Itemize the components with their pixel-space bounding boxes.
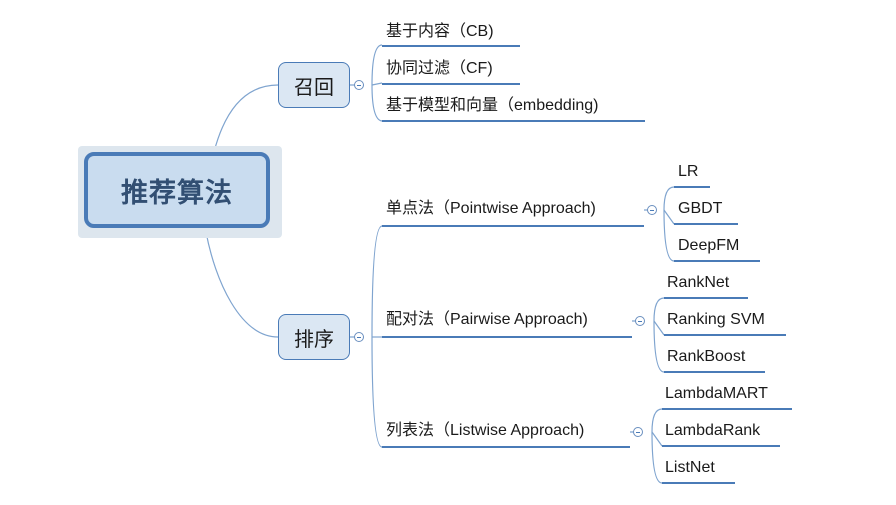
collapse-listwise-icon[interactable] (633, 427, 643, 437)
leaf-lambdamart[interactable]: LambdaMART (665, 385, 768, 402)
ranking-method-pointwise[interactable]: 单点法（Pointwise Approach) (386, 200, 596, 217)
leaf-lr[interactable]: LR (678, 163, 699, 180)
recall-item-cb[interactable]: 基于内容（CB) (386, 23, 494, 40)
collapse-ranking-icon[interactable] (354, 332, 364, 342)
leaf-deepfm[interactable]: DeepFM (678, 237, 740, 254)
connector-pointwise-gbdt (663, 209, 675, 225)
connector-pointwise-deepfm (663, 209, 675, 262)
connector-root-ranking (205, 231, 279, 338)
ranking-method-listwise[interactable]: 列表法（Listwise Approach) (386, 422, 585, 439)
leaf-ranknet[interactable]: RankNet (667, 274, 730, 291)
leaf-gbdt[interactable]: GBDT (678, 200, 723, 217)
connector-listwise-lambdarank (651, 431, 663, 447)
leaf-ranking-svm[interactable]: Ranking SVM (667, 311, 765, 328)
connector-recall-cb (350, 44, 383, 86)
topic-ranking[interactable]: 排序 (278, 314, 350, 360)
connector-ranking-pointwise (350, 225, 383, 338)
connector-recall-embedding (371, 84, 383, 122)
leaf-rankboost[interactable]: RankBoost (667, 348, 746, 365)
ranking-method-pairwise[interactable]: 配对法（Pairwise Approach) (386, 311, 588, 328)
connector-listwise-listnet (651, 431, 663, 484)
leaf-listnet[interactable]: ListNet (665, 459, 715, 476)
connector-root-recall (213, 84, 279, 153)
leaf-lambdarank[interactable]: LambdaRank (665, 422, 761, 439)
connector-recall-cf (371, 82, 383, 86)
topic-recall[interactable]: 召回 (278, 62, 350, 108)
collapse-recall-icon[interactable] (354, 80, 364, 90)
connector-ranking-listwise (371, 336, 383, 448)
recall-item-cf[interactable]: 协同过滤（CF) (386, 60, 493, 77)
collapse-pairwise-icon[interactable] (635, 316, 645, 326)
collapse-pointwise-icon[interactable] (647, 205, 657, 215)
connector-pairwise-rankingsvm (653, 320, 665, 336)
root-node[interactable]: 推荐算法 (84, 152, 270, 228)
recall-item-embedding[interactable]: 基于模型和向量（embedding) (386, 97, 599, 114)
connector-pairwise-rankboost (653, 320, 665, 373)
